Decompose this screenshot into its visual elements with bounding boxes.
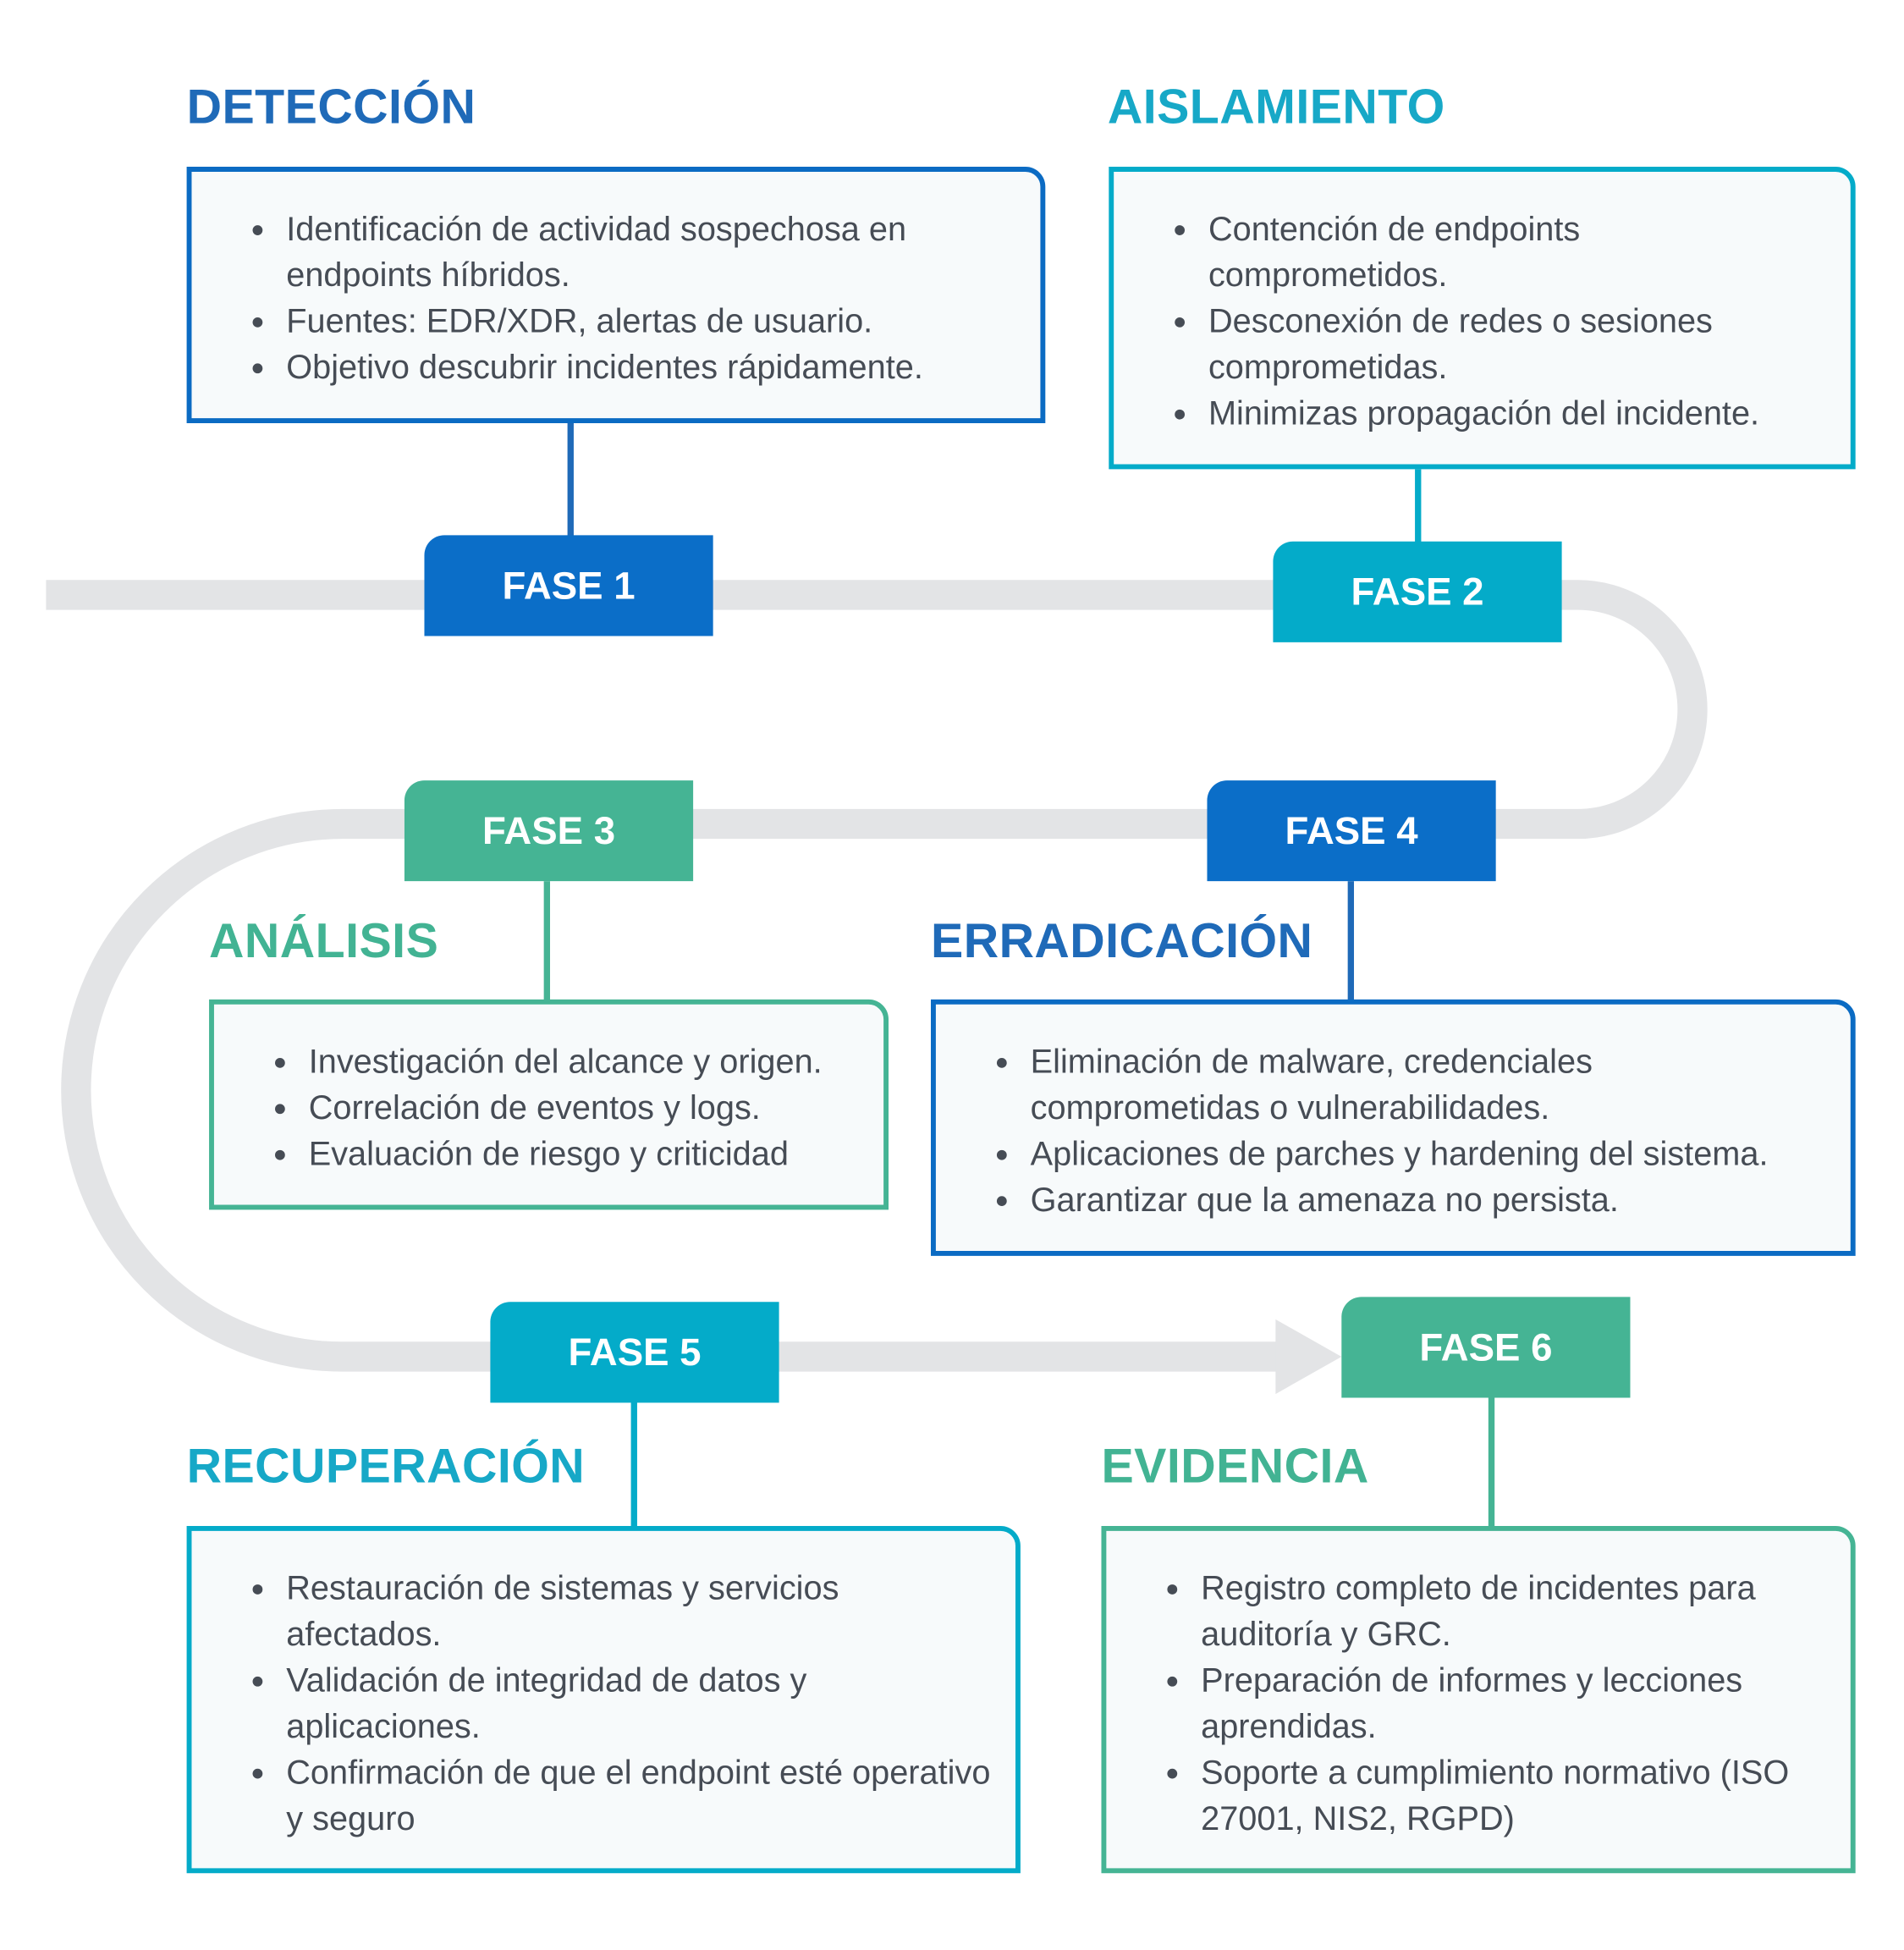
connector — [543, 881, 551, 1001]
list-item: Objetivo descubrir incidentes rápidament… — [281, 344, 1015, 390]
list-item: Evaluación de riesgo y criticidad — [304, 1132, 859, 1177]
box-aislamiento: Contención de endpoints comprometidos.De… — [1109, 167, 1856, 470]
list-item: Preparación de informes y lecciones apre… — [1196, 1658, 1825, 1750]
connector — [1347, 881, 1355, 1001]
badge-fase-5: FASE 5 — [490, 1302, 779, 1403]
list-item: Desconexión de redes o sesiones comprome… — [1203, 299, 1825, 391]
title-aislamiento: AISLAMIENTO — [1107, 80, 1445, 135]
list-item: Investigación del alcance y origen. — [304, 1039, 859, 1085]
badge-fase-3: FASE 3 — [404, 780, 694, 882]
list-item: Confirmación de que el endpoint esté ope… — [281, 1750, 990, 1843]
list-item: Aplicaciones de parches y hardening del … — [1026, 1132, 1826, 1177]
list-item: Garantizar que la amenaza no persista. — [1026, 1177, 1826, 1223]
title-deteccion: DETECCIÓN — [186, 80, 476, 135]
list-item: Minimizas propagación del incidente. — [1203, 391, 1825, 437]
connector — [1488, 1396, 1495, 1528]
list-item: Restauración de sistemas y servicios afe… — [281, 1566, 990, 1658]
box-recuperacion: Restauración de sistemas y servicios afe… — [186, 1525, 1021, 1874]
list-item: Contención de endpoints comprometidos. — [1203, 207, 1825, 299]
badge-fase-4: FASE 4 — [1207, 780, 1496, 882]
badge-fase-6: FASE 6 — [1341, 1297, 1631, 1398]
list-item: Validación de integridad de datos y apli… — [281, 1658, 990, 1750]
track-path — [46, 580, 1708, 1372]
title-recuperacion: RECUPERACIÓN — [186, 1440, 586, 1494]
title-erradicacion: ERRADICACIÓN — [931, 914, 1313, 969]
box-deteccion: Identificación de actividad sospechosa e… — [186, 167, 1046, 424]
badge-fase-1: FASE 1 — [424, 535, 713, 636]
box-evidencia: Registro completo de incidentes para aud… — [1101, 1525, 1856, 1874]
box-erradicacion: Eliminación de malware, credenciales com… — [931, 999, 1856, 1256]
connector — [1415, 469, 1422, 544]
list-item: Identificación de actividad sospechosa e… — [281, 207, 1015, 299]
list-item: Correlación de eventos y logs. — [304, 1085, 859, 1131]
badge-fase-2: FASE 2 — [1273, 541, 1562, 642]
connector — [567, 423, 574, 538]
connector — [630, 1401, 637, 1528]
list-item: Registro completo de incidentes para aud… — [1196, 1566, 1825, 1658]
list-item: Soporte a cumplimiento normativo (ISO 27… — [1196, 1750, 1825, 1843]
list-item: Fuentes: EDR/XDR, alertas de usuario. — [281, 299, 1015, 344]
list-item: Eliminación de malware, credenciales com… — [1026, 1039, 1826, 1132]
arrowhead-icon — [1275, 1319, 1342, 1395]
box-analisis: Investigación del alcance y origen.Corre… — [209, 999, 889, 1210]
title-analisis: ANÁLISIS — [209, 914, 439, 969]
title-evidencia: EVIDENCIA — [1101, 1440, 1369, 1494]
